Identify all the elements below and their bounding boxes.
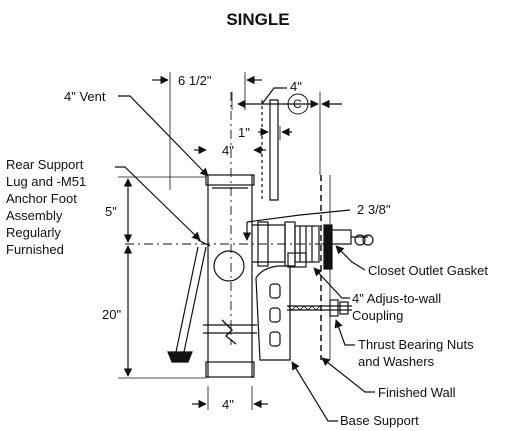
callout-base-support: Base Support (340, 413, 419, 428)
callout-closet-gasket: Closet Outlet Gasket (368, 263, 488, 278)
diagram-title: SINGLE (226, 10, 290, 29)
dim-20: 20" (102, 307, 122, 322)
callout-thrust: Thrust Bearing Nuts and Washers (358, 337, 474, 369)
dim-4-mid: 4" (222, 143, 234, 158)
callout-rear-support: Rear Support Lug and -M51 Anchor Foot As… (6, 157, 87, 257)
rear-support-leader (115, 166, 201, 241)
anchor-foot (167, 239, 211, 363)
vent-leader (118, 95, 209, 177)
dim-5: 5" (105, 204, 117, 219)
thrust-leader (334, 319, 355, 346)
wall-leader (321, 357, 375, 393)
coupling-leader (313, 267, 350, 299)
dim-c: C (293, 97, 302, 111)
vertical-pipe (205, 174, 255, 378)
dim-4-top: 4" (290, 79, 302, 94)
dim-6-half: 6 1/2" (178, 73, 212, 88)
callout-vent: 4" Vent (64, 89, 106, 104)
base-support-bracket (255, 265, 291, 361)
callout-coupling: 4" Adjus-to-wall Coupling (352, 291, 442, 323)
dim-2-3-8: 2 3/8" (357, 202, 391, 217)
cleanout-circle (213, 250, 245, 282)
dim-1: 1" (238, 125, 250, 140)
gasket-leader (335, 245, 366, 271)
dim-4-bottom: 4" (222, 397, 234, 412)
horizontal-branch (252, 221, 320, 268)
base-support-leader (291, 361, 338, 422)
thrust-bolt (287, 299, 352, 317)
fixture-back (269, 99, 279, 201)
callout-finished-wall: Finished Wall (378, 385, 456, 400)
pipe-break (203, 319, 257, 345)
closet-gasket-shape (323, 224, 333, 270)
